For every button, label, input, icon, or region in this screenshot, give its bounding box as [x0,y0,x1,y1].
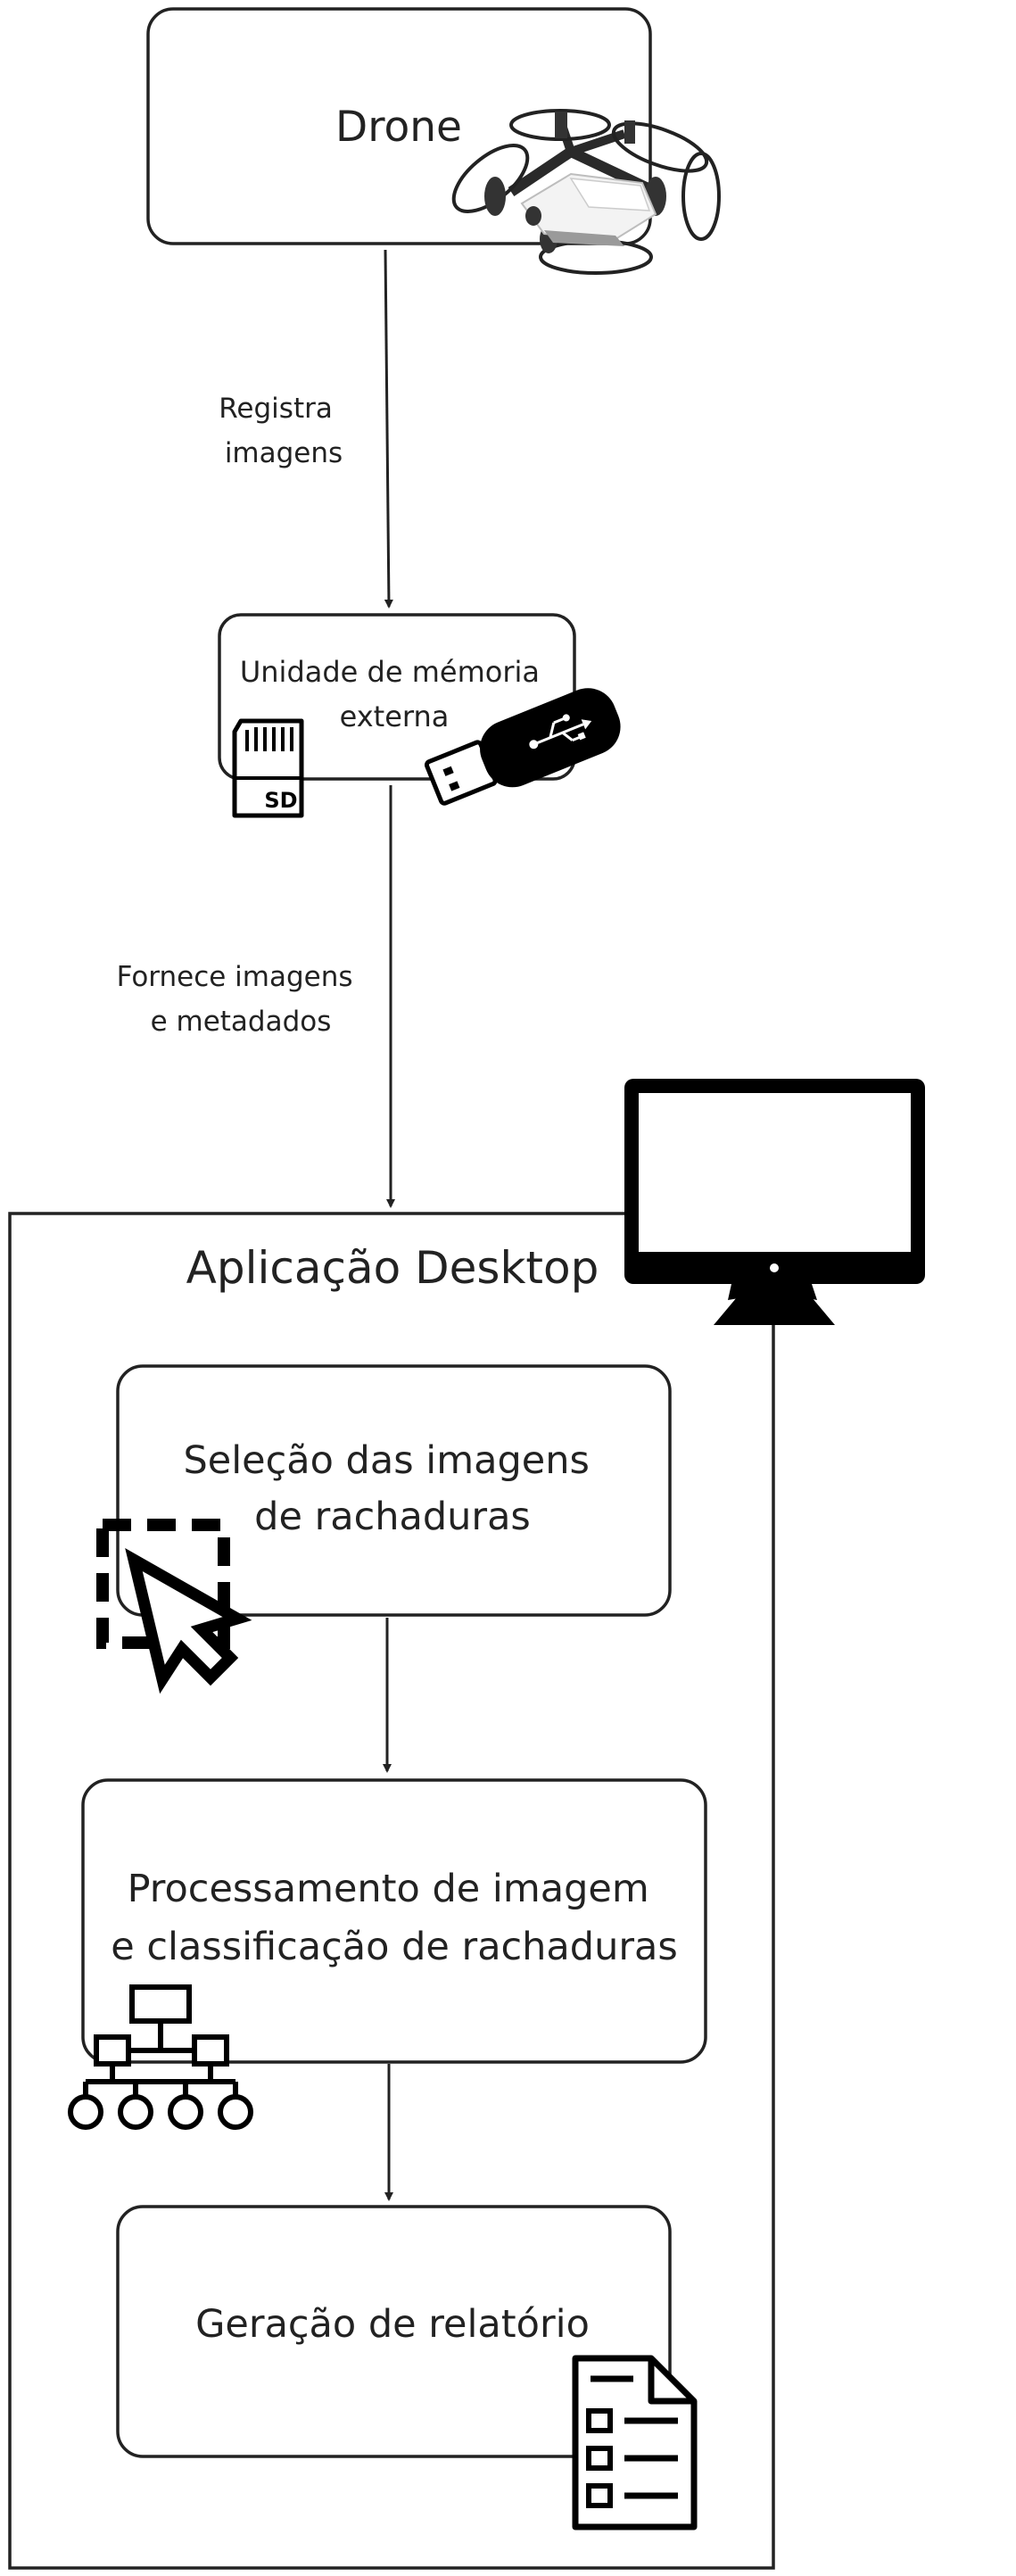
memory-node-label: Unidade de mémoria externa [240,655,549,733]
selection-label-line-1: Seleção das imagens [183,1438,589,1483]
edge-label-line-1: Fornece imagens [117,961,353,993]
selection-node [116,1364,672,1617]
memory-label-line-1: Unidade de mémoria [240,655,540,689]
edge-label-line-1: Registra [219,393,333,425]
processing-label-line-2: e classificação de rachaduras [111,1925,678,1969]
selection-label-line-2: de rachaduras [254,1495,531,1539]
desktop-container-title: Aplicação Desktop [186,1242,599,1294]
report-node-label: Geração de relatório [195,2302,590,2347]
report-document-icon [572,2355,698,2530]
processing-node-label: Processamento de imagem e classificação … [111,1867,678,1969]
edge-label-line-2: e metadados [151,1006,332,1038]
sd-card-icon: SD [232,718,304,818]
desktop-application-container [8,1212,775,2570]
monitor-icon [624,1079,925,1325]
drone-node-label: Drone [335,103,462,152]
selection-cursor-icon [96,1519,252,1694]
selection-node-label: Seleção das imagens de rachaduras [183,1438,601,1539]
hierarchy-icon [68,1984,253,2130]
memory-label-line-2: externa [340,700,450,733]
processing-label-line-1: Processamento de imagem [128,1867,649,1911]
edge-label-registra-imagens: Registra imagens [219,393,343,469]
usb-stick-icon [424,688,621,806]
edge-label-line-2: imagens [225,437,343,469]
edge-drone-to-memory [384,249,393,609]
edge-label-fornece-imagens: Fornece imagens e metadados [117,961,362,1038]
report-node [116,2205,672,2458]
drone-icon [451,109,721,275]
sd-card-icon-text: SD [264,788,297,813]
processing-node [81,1778,707,2064]
